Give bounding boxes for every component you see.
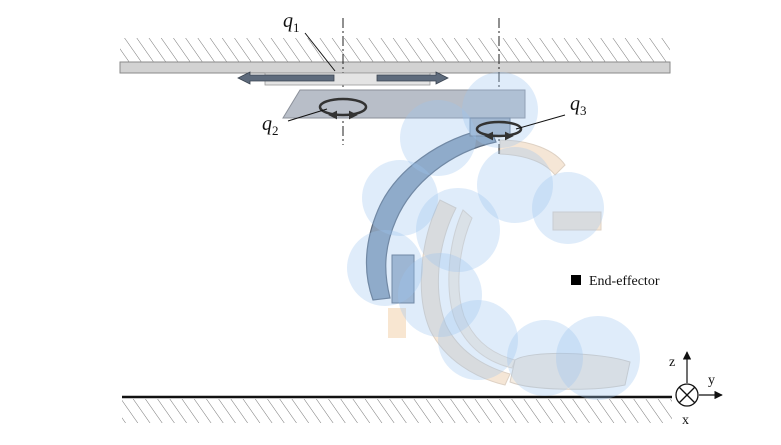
- ghost-c-arm: [388, 139, 631, 390]
- legend-square-marker: [571, 275, 581, 285]
- floor-hatch: [122, 399, 672, 423]
- sphere: [477, 147, 553, 223]
- sphere: [556, 316, 640, 400]
- ghost-arc-inner: [448, 209, 516, 369]
- ghost-head: [552, 211, 602, 231]
- legend: End-effector: [571, 274, 660, 289]
- sphere: [462, 72, 538, 148]
- leader-q3: [515, 114, 566, 130]
- sphere: [347, 230, 423, 306]
- floor: [122, 395, 672, 423]
- sphere: [416, 188, 500, 272]
- ghost-detector: [509, 352, 631, 390]
- legend-label: End-effector: [589, 274, 660, 289]
- rotation-joint-q2: [318, 97, 368, 120]
- rotation-joint-q3: [475, 120, 523, 141]
- axis-label-x: x: [682, 413, 689, 428]
- sphere: [362, 160, 438, 236]
- sphere: [532, 172, 604, 244]
- right-arrow: [376, 71, 449, 85]
- ceiling-hatch: [120, 38, 670, 62]
- sphere: [398, 253, 482, 337]
- leader-q2: [287, 108, 328, 122]
- x-axis-cross-b: [678, 386, 696, 404]
- coordinate-frame: z y x: [669, 351, 723, 428]
- sphere: [400, 100, 476, 176]
- ghost-arc: [420, 199, 511, 386]
- c-arm-base: [391, 254, 415, 304]
- axis-label-z: z: [669, 355, 675, 370]
- left-arrow: [237, 71, 335, 85]
- ceiling: [119, 38, 671, 74]
- label-q1: q1: [283, 10, 300, 35]
- carriage-body: [282, 89, 526, 119]
- sphere: [507, 320, 583, 396]
- label-q3: q3: [570, 93, 587, 118]
- ceiling-rail: [119, 61, 671, 74]
- translation-arrows: [237, 71, 449, 85]
- collision-spheres: [347, 72, 640, 400]
- ghost-ceiling-arm: [499, 139, 566, 176]
- label-q2: q2: [262, 113, 279, 138]
- axis-label-y: y: [708, 373, 715, 388]
- ghost-tube: [388, 308, 406, 338]
- sphere: [438, 300, 518, 380]
- c-arm-arc: [365, 127, 497, 301]
- leader-q1: [304, 32, 336, 72]
